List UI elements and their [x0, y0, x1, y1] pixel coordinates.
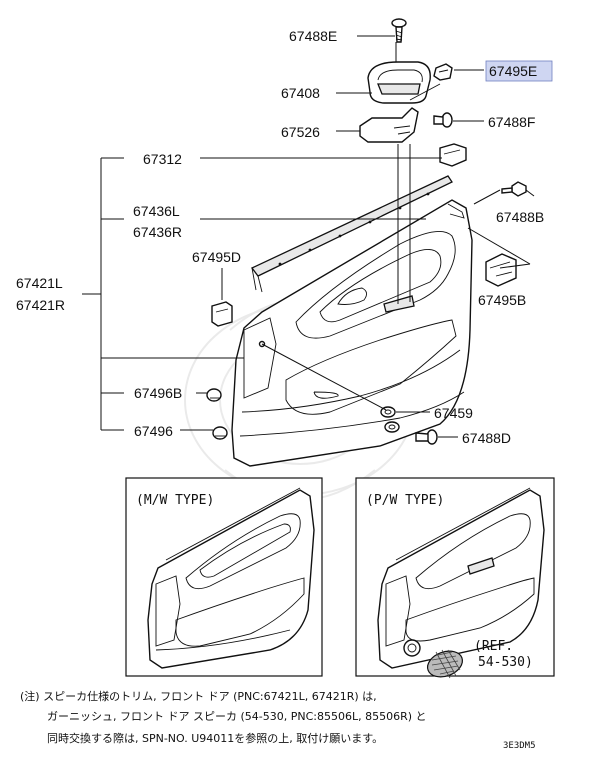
- label-67488b: 67488B: [496, 209, 544, 225]
- screw-67488b: [501, 181, 527, 197]
- diagram-code: 3E3DM5: [503, 741, 536, 751]
- bracket-67495b: [485, 253, 517, 287]
- clip-67312: [439, 143, 467, 167]
- inset-mw-title: (M/W TYPE): [136, 493, 214, 508]
- door-trim-panel: [231, 175, 473, 467]
- screw-67496b: [206, 388, 222, 402]
- label-67436r: 67436R: [133, 224, 182, 240]
- label-67526: 67526: [281, 124, 320, 140]
- inset-pw-type: (P/W TYPE): [355, 477, 555, 677]
- label-67495e-highlight: [485, 60, 553, 82]
- label-67496b: 67496B: [134, 385, 182, 401]
- bracket-67526: [359, 83, 441, 143]
- ref-line1: (REF.: [474, 639, 513, 654]
- note-line-3: 同時交換する際は, SPN-NO. U94011を参照の上, 取付け願います。: [47, 731, 383, 745]
- inset-mw-type: (M/W TYPE): [125, 477, 323, 677]
- screw-67488e: [391, 18, 407, 43]
- label-67488e: 67488E: [289, 28, 337, 44]
- note-line-2: ガーニッシュ, フロント ドア スピーカ (54-530, PNC:85506L…: [47, 710, 427, 723]
- screw-67496: [212, 426, 228, 440]
- inset-pw-title: (P/W TYPE): [366, 493, 444, 508]
- bracket-67495d: [211, 301, 233, 327]
- label-67408: 67408: [281, 85, 320, 101]
- speaker-grille: [426, 649, 464, 679]
- label-67495b: 67495B: [478, 292, 526, 308]
- label-67488d: 67488D: [462, 430, 511, 446]
- label-67496: 67496: [134, 423, 173, 439]
- label-67312: 67312: [143, 151, 182, 167]
- note-line-1: (注) スピーカ仕様のトリム, フロント ドア (PNC:67421L, 674…: [20, 689, 377, 703]
- inner-handle-cup-67408: [367, 61, 431, 104]
- label-67488f: 67488F: [488, 114, 535, 130]
- label-67495e: 67495E: [489, 63, 537, 79]
- screw-67488f: [433, 112, 453, 128]
- label-67495d: 67495D: [192, 249, 241, 265]
- label-67421r: 67421R: [16, 297, 65, 313]
- clip-67495e: [433, 63, 453, 81]
- screw-67488d: [415, 429, 438, 445]
- label-67459: 67459: [434, 405, 473, 421]
- ref-line2: 54-530): [478, 655, 533, 670]
- label-67421l: 67421L: [16, 275, 63, 291]
- label-67436l: 67436L: [133, 203, 180, 219]
